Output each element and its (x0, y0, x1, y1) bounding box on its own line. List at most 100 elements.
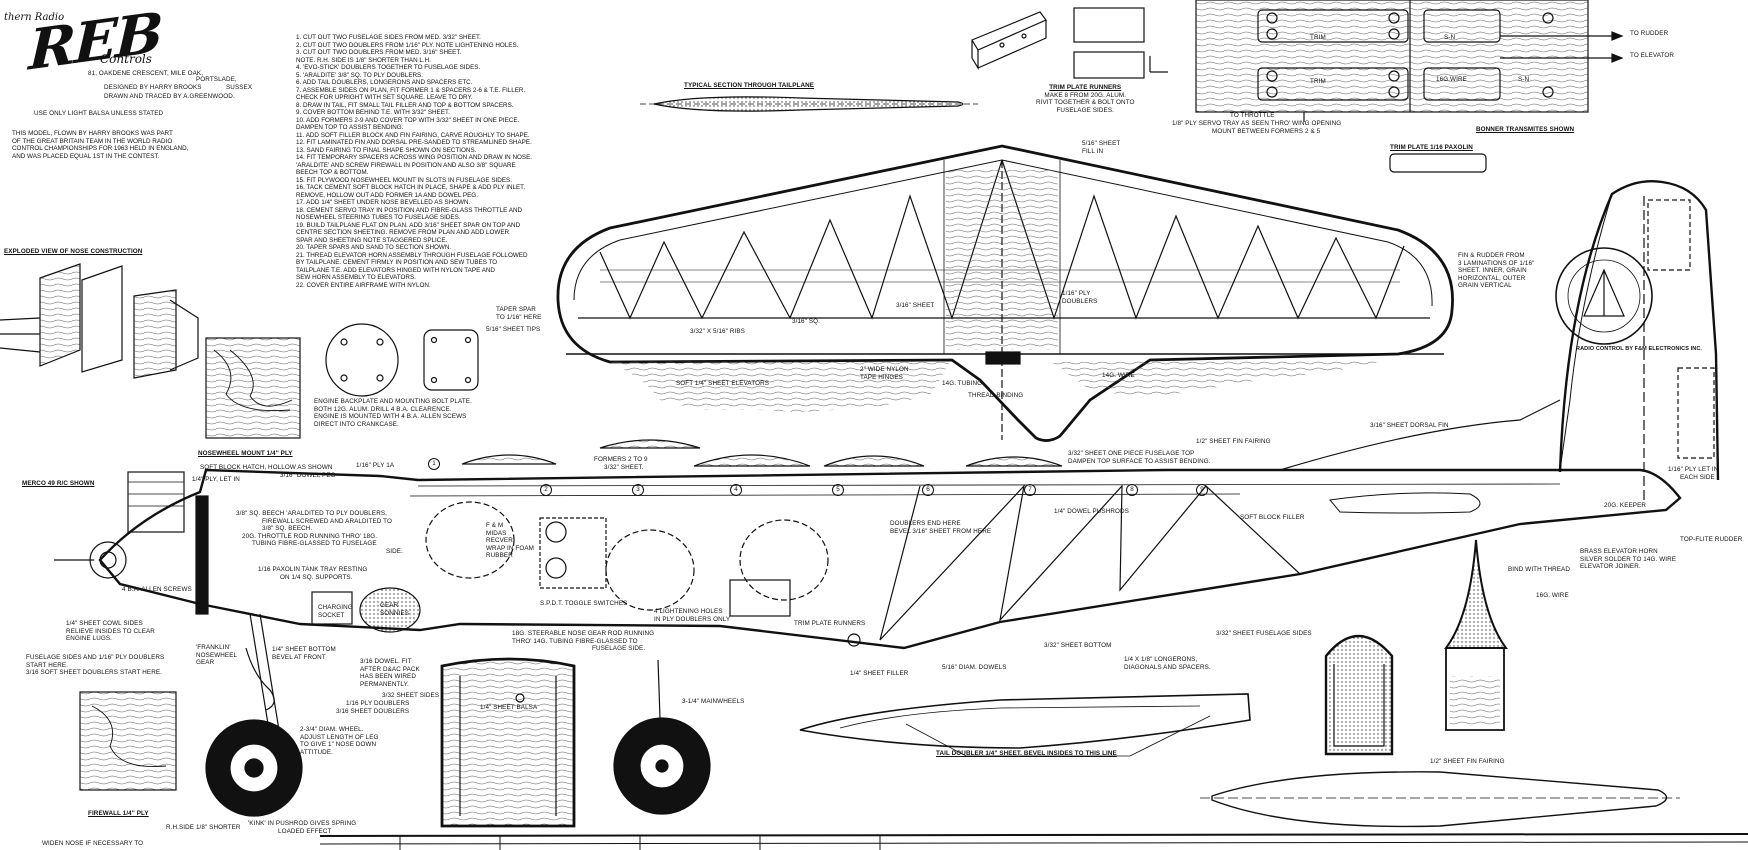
exploded-nose-view (0, 263, 199, 379)
binding-label: THREAD BINDING (968, 392, 1024, 399)
trim-plate-runners-note: TRIM PLATE RUNNERS MAKE 8 FROM 20G. ALUM… (1036, 84, 1135, 114)
rh-side-label: R.H.SIDE 1/8" SHORTER (166, 824, 241, 831)
wire-16g-b-label: 16G. WIRE (1536, 592, 1569, 599)
tailplane-plan (556, 144, 1454, 442)
sheet-316-label: 3/16" SHEET (896, 302, 935, 309)
trim-plate-bottom (1073, 51, 1145, 79)
fin-fairing-2-label: 1/2" SHEET FIN FAIRING (1430, 758, 1505, 765)
main-wheel (613, 717, 711, 815)
engine-plate-note: ENGINE BACKPLATE AND MOUNTING BOLT PLATE… (314, 398, 472, 428)
assembly-instructions: 1. CUT OUT TWO FUSELAGE SIDES FROM MED. … (296, 34, 533, 289)
firewall-label: FIREWALL 1/4" PLY (88, 810, 149, 817)
elevators-label: SOFT 1/4" SHEET ELEVATORS (676, 380, 770, 387)
trim-plate-paxolin (1389, 153, 1487, 173)
dowel-pushrods-label: 1/4" DOWEL PUSHRODS (1054, 508, 1129, 515)
servo-tray (1195, 0, 1624, 122)
typical-section-label: TYPICAL SECTION THROUGH TAILPLANE (684, 82, 815, 89)
ply-doublers-2-label: 1/16 PLY DOUBLERS (346, 700, 410, 707)
former-marker-3: 3 (632, 484, 644, 496)
sheet-balsa-label: 1/4" SHEET BALSA (480, 704, 538, 711)
address-line-3: SUSSEX (226, 84, 253, 91)
former-marker-4: 4 (730, 484, 742, 496)
tail-doubler-label: TAIL DOUBLER 1/4" SHEET. BEVEL INSIDES T… (936, 750, 1117, 757)
nose-wheel (205, 719, 303, 817)
trim-plate-top (1073, 7, 1145, 43)
emblem-label: RADIO CONTROL BY F&M ELECTRONICS INC. (1576, 346, 1703, 352)
trim-plate-runner-bracket (971, 11, 1047, 71)
tailplane-section (653, 96, 964, 112)
toggle-switches-label: S.P.D.T. TOGGLE SWITCHES (540, 600, 628, 607)
fin-fairing-label: 1/2" SHEET FIN FAIRING (1196, 438, 1271, 445)
fin-fairing (1211, 771, 1668, 828)
sheet-doublers-label: 3/16 SHEET DOUBLERS (336, 708, 410, 715)
address-line-2: PORTSLADE, (196, 76, 237, 83)
exploded-view-label: EXPLODED VIEW OF NOSE CONSTRUCTION (4, 248, 143, 255)
balsa-note: USE ONLY LIGHT BALSA UNLESS STATED (34, 110, 164, 117)
sheet-bottom-2-label: 3/32" SHEET BOTTOM (1044, 642, 1112, 649)
mounting-bolt-plate (423, 329, 479, 391)
trim-label-2: TRIM (1310, 78, 1326, 85)
tubing-label: 14G. TUBING (942, 380, 983, 387)
designed-by: DESIGNED BY HARRY BROOKS (104, 84, 202, 91)
allen-screws-label: 4 B.A. ALLEN SCREWS (122, 586, 192, 593)
former-marker-7: 7 (1024, 484, 1036, 496)
dowels-label: 5/16" DIAM. DOWELS (942, 664, 1007, 671)
address-line-1: 81, OAKDENE CRESCENT, MILE OAK, (88, 70, 204, 77)
former-marker-1: 1 (428, 458, 440, 470)
tail-doubler (799, 693, 1251, 749)
engine-backplate (325, 323, 399, 397)
history-note: THIS MODEL, FLOWN BY HARRY BROOKS WAS PA… (12, 130, 189, 160)
sheet-tips-label: 5/16" SHEET TIPS (486, 326, 541, 333)
tail-cross-sections (1324, 539, 1508, 756)
wire-14g-label: 14G. WIRE (1102, 372, 1135, 379)
sn-label-1: S-N (1444, 34, 1456, 41)
longerons-note: 1/4 X 1/8" LONGERONS,DIAGONALS AND SPACE… (1124, 656, 1211, 671)
sheet-sides-label: 3/32 SHEET SIDES (382, 692, 440, 699)
beech-note: 3/8" SQ. BEECH 'ARALDITED TO PLY DOUBLER… (236, 510, 403, 555)
fuselage-cross-section (440, 657, 576, 828)
fuselage-sides-label: 3/32" SHEET FUSELAGE SIDES (1216, 630, 1312, 637)
sn-label-2: S-N (1518, 76, 1530, 83)
drawn-by: DRAWN AND TRACED BY A.GREENWOOD. (104, 93, 235, 100)
trim-plate-label: TRIM PLATE 1/16 PAXOLIN (1390, 144, 1473, 151)
sheet-filler-label: 1/4" SHEET FILLER (850, 670, 909, 677)
ply-1a-label: 1/16" PLY 1A (356, 462, 395, 469)
header-top-text: thern Radio (4, 12, 65, 23)
fuselage-side-view (54, 180, 1720, 737)
trim-runners-label: TRIM PLATE RUNNERS (794, 620, 866, 627)
former-marker-5: 5 (832, 484, 844, 496)
widen-note: WIDEN NOSE IF NECESSARY TO (42, 840, 144, 847)
sq-316-label: 3/16" SQ. (792, 318, 820, 325)
to-rudder-label: TO RUDDER (1630, 30, 1669, 37)
keeper-label: 20G. KEEPER (1604, 502, 1647, 509)
wire-16g-label: 16G.WIRE (1436, 76, 1467, 83)
trim-label-1: TRIM (1310, 34, 1326, 41)
firewall-ply (79, 691, 177, 791)
nosewheel-mount-label: NOSEWHEEL MOUNT 1/4" PLY (198, 450, 293, 457)
to-elevator-label: TO ELEVATOR (1630, 52, 1675, 59)
wheel-note: 2-3/4" DIAM. WHEEL.ADJUST LENGTH OF LEG … (300, 726, 379, 756)
former-marker-6: 6 (922, 484, 934, 496)
